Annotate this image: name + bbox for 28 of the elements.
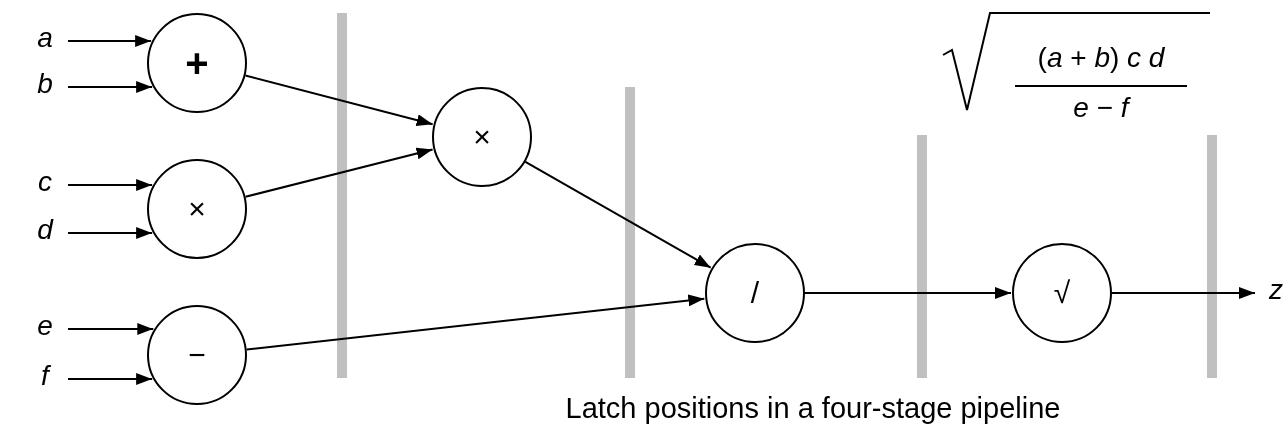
- arrow: [804, 287, 1012, 299]
- variable-label: d: [37, 216, 53, 244]
- formula-denominator: e − f: [1073, 94, 1129, 122]
- arrow: [245, 294, 706, 351]
- caption: Latch positions in a four-stage pipeline: [565, 392, 1061, 425]
- operator-symbol: √: [1053, 278, 1071, 308]
- arrow: [1111, 287, 1256, 299]
- arrow: [524, 160, 712, 269]
- variable-label: a: [37, 24, 53, 52]
- variable-label: b: [37, 70, 53, 98]
- variable-label: f: [41, 362, 49, 390]
- arrow: [244, 74, 434, 126]
- operator-symbol: −: [188, 340, 206, 370]
- arrow: [67, 179, 154, 191]
- arrow: [67, 35, 153, 47]
- variable-label: e: [37, 312, 53, 340]
- arrow: [67, 373, 154, 385]
- operator-symbol: ×: [473, 122, 491, 152]
- arrow: [67, 323, 155, 335]
- arrow: [67, 81, 154, 93]
- operator-symbol: ×: [188, 194, 206, 224]
- variable-label: c: [38, 168, 52, 196]
- arrow: [244, 147, 434, 198]
- formula-numerator: (a + b) c d: [1037, 44, 1165, 72]
- operator-symbol: /: [750, 278, 760, 308]
- operator-symbol: +: [185, 43, 209, 83]
- arrow: [67, 227, 154, 239]
- variable-label: z: [1269, 276, 1283, 304]
